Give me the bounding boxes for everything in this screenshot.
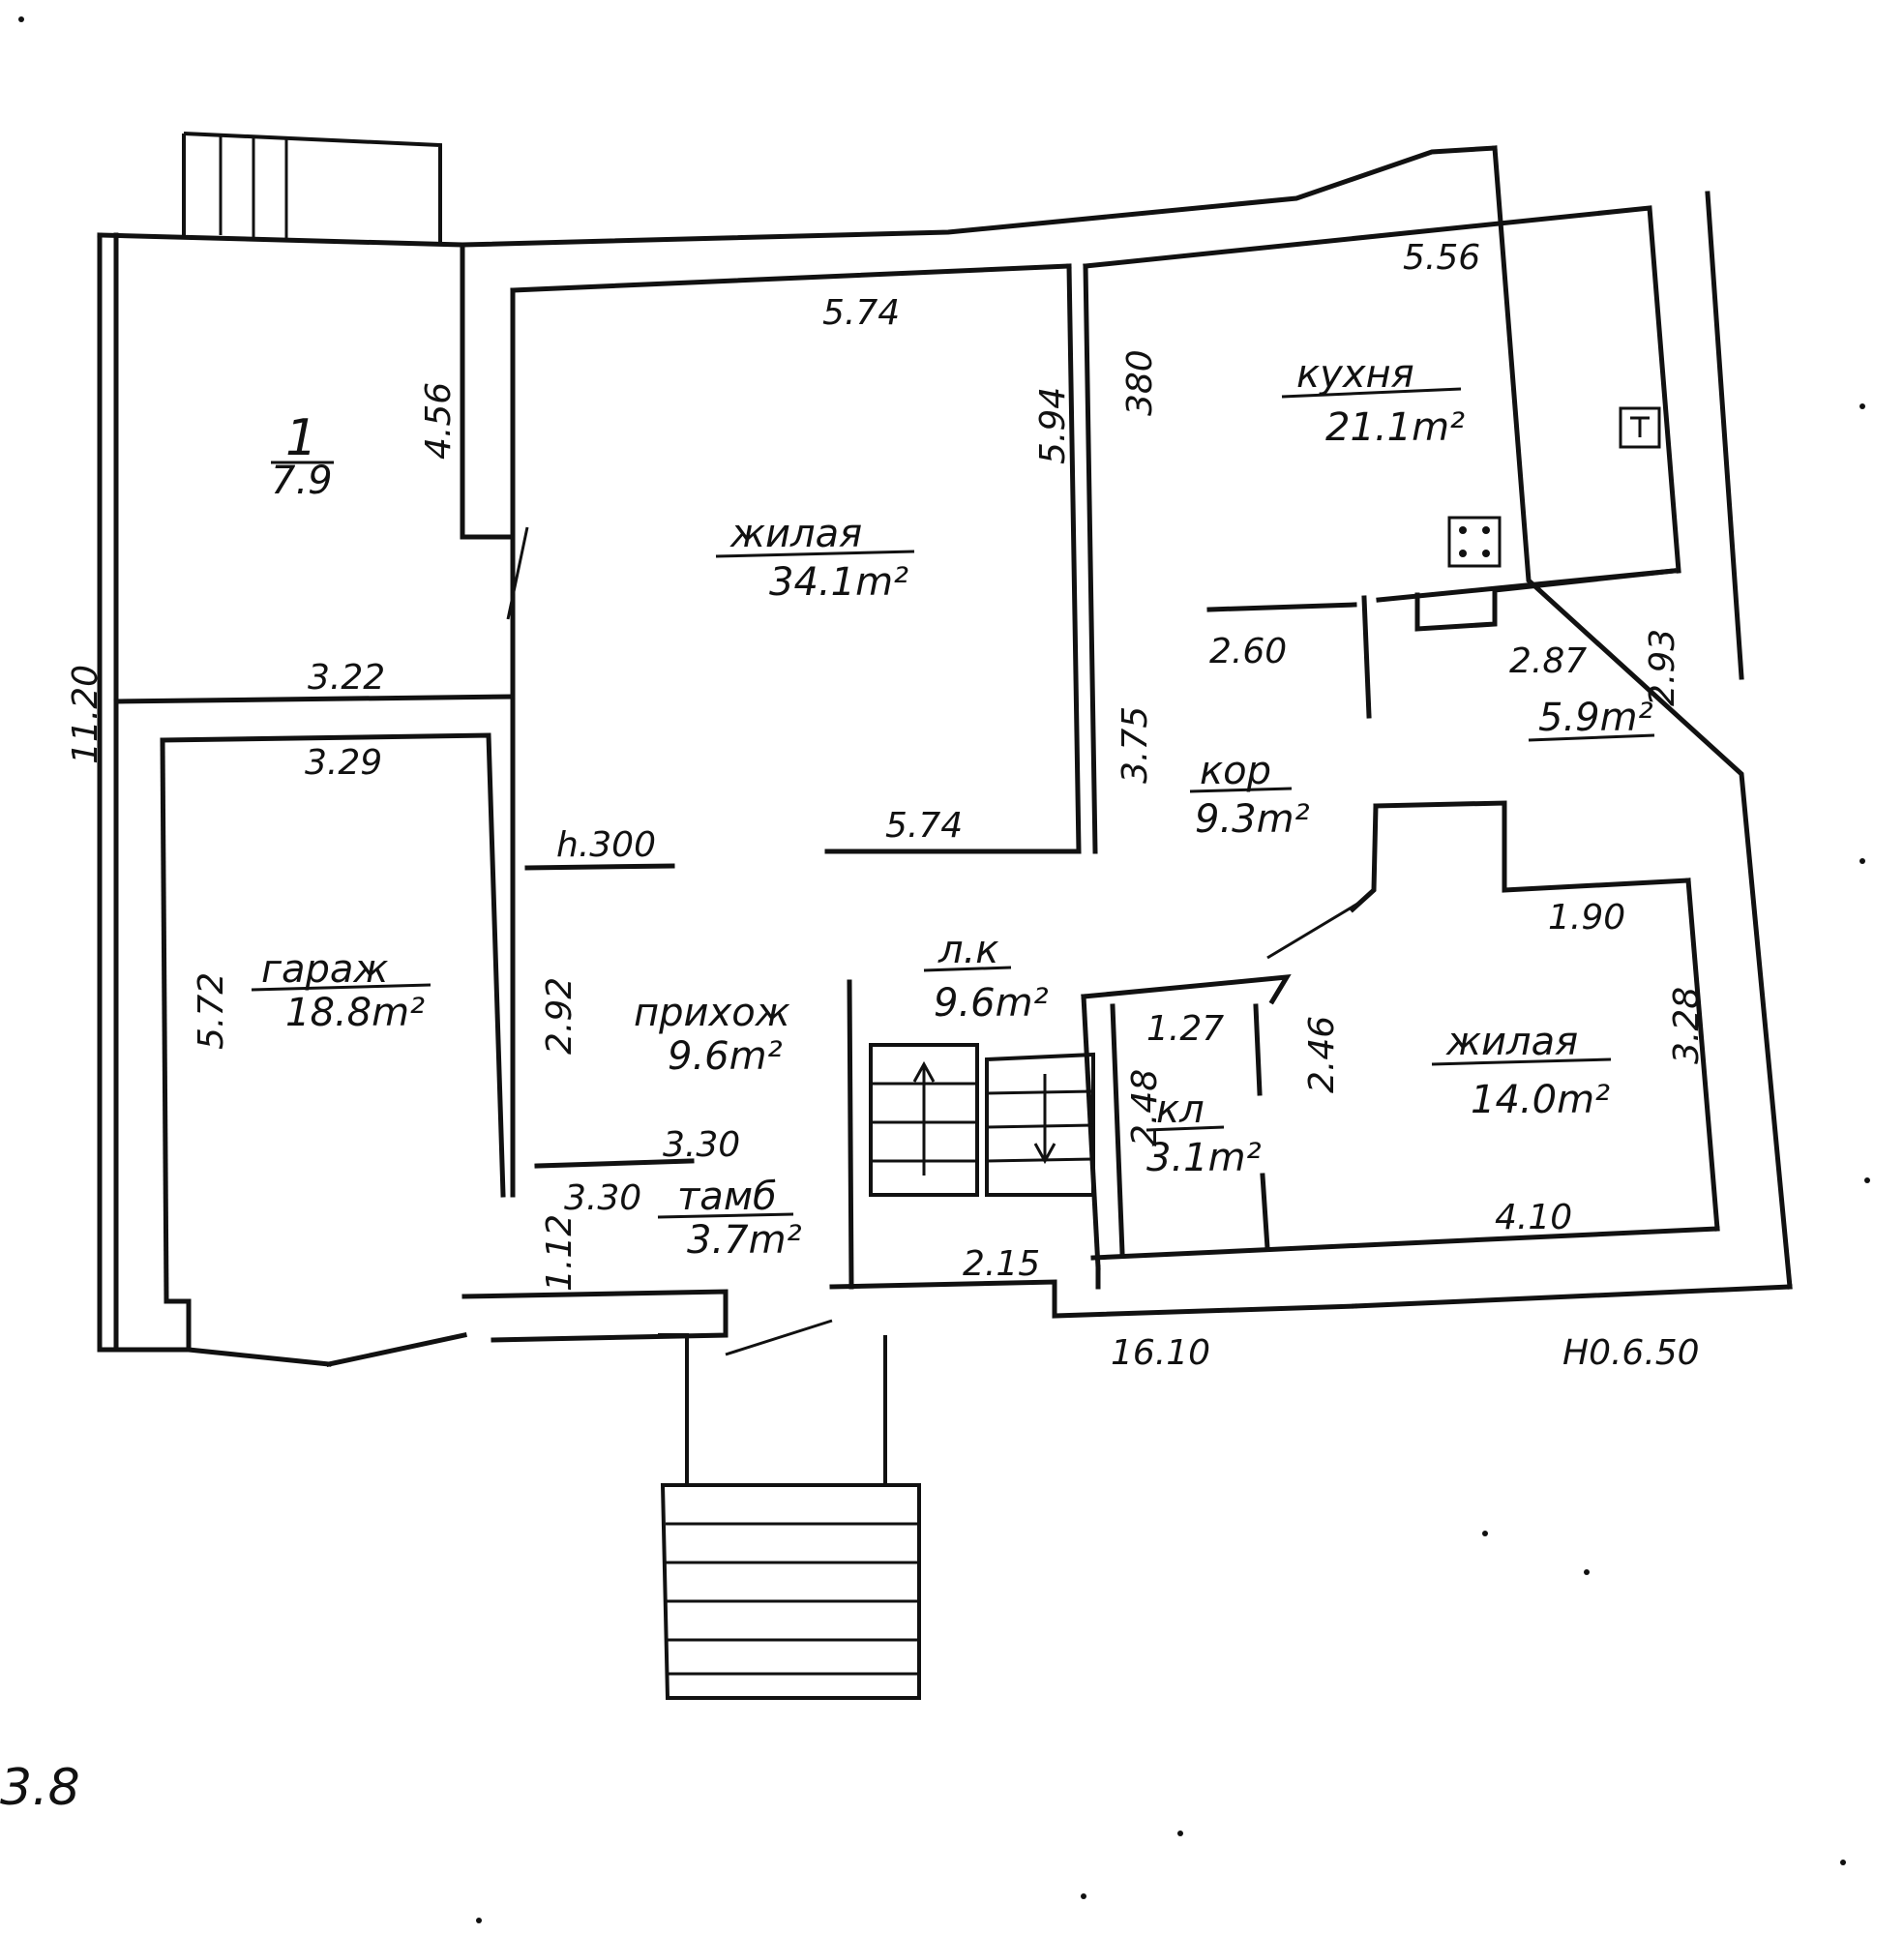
dim-112: 1.12 <box>540 1214 580 1292</box>
living-small-area: 14.0m² <box>1471 1078 1610 1122</box>
corner-note: 3.8 <box>0 1759 80 1817</box>
dim-215: 2.15 <box>963 1244 1040 1284</box>
dim-380: 380 <box>1120 349 1160 416</box>
dim-292: 2.92 <box>540 977 580 1055</box>
dim-574-top: 5.74 <box>822 293 900 333</box>
dimension-labels: 5.74 5.94 380 5.56 4.56 11.20 3.22 3.29 … <box>66 238 1707 1373</box>
corridor-name: кор <box>1200 749 1271 793</box>
dim-190: 1.90 <box>1548 898 1625 938</box>
dim-127: 1.27 <box>1146 1009 1224 1049</box>
dim-330-b: 3.30 <box>564 1178 641 1218</box>
garage-area: 18.8m² <box>285 991 425 1035</box>
scan-specks <box>18 16 1870 1923</box>
corridor-area: 9.3m² <box>1195 797 1310 842</box>
dim-260: 2.60 <box>1209 632 1287 671</box>
rear-porch <box>182 132 442 242</box>
pantry-name: кл <box>1156 1087 1205 1132</box>
exterior-walls <box>97 145 1793 1367</box>
dim-246: 2.46 <box>1302 1016 1342 1093</box>
dim-1610: 16.10 <box>1111 1333 1210 1373</box>
interior-stairs <box>869 1043 1095 1197</box>
dim-293: 2.93 <box>1643 629 1682 706</box>
entrance-stairs <box>658 1333 921 1700</box>
garage-name: гараж <box>261 947 388 992</box>
vestibule-area: 3.7m² <box>687 1218 802 1263</box>
hall-name: прихож <box>634 991 790 1035</box>
interior-walls <box>113 205 1720 1304</box>
dim-329: 3.29 <box>305 743 382 783</box>
dim-h650: H0.6.50 <box>1562 1333 1700 1373</box>
dim-328: 3.28 <box>1667 987 1707 1064</box>
living-main-area: 34.1m² <box>769 560 908 605</box>
kitchen-name: кухня <box>1296 352 1414 397</box>
dim-594: 5.94 <box>1033 387 1073 464</box>
stove-icon <box>1447 516 1502 568</box>
dim-556: 5.56 <box>1403 238 1480 278</box>
sink-icon <box>1619 406 1661 449</box>
living-small-name: жилая <box>1445 1020 1578 1064</box>
dim-572: 5.72 <box>192 972 231 1050</box>
hall-area: 9.6m² <box>668 1034 783 1079</box>
dim-330-a: 3.30 <box>663 1125 740 1165</box>
room1-area: 7.9 <box>271 459 333 503</box>
dim-322: 3.22 <box>308 658 385 698</box>
pantry-area: 3.1m² <box>1146 1136 1262 1180</box>
small-corridor-area: 5.9m² <box>1538 696 1653 740</box>
dim-287: 2.87 <box>1509 641 1587 681</box>
dim-375: 3.75 <box>1116 706 1155 784</box>
dim-h300: h.300 <box>556 825 656 865</box>
dim-456: 4.56 <box>419 382 459 460</box>
stair-area: 9.6m² <box>934 981 1049 1026</box>
room-labels: 1 7.9 жилая 34.1m² кухня 21.1m² 5.9m² ко… <box>251 352 1655 1263</box>
door-swings <box>506 526 1365 1356</box>
dim-248: 2.48 <box>1125 1069 1165 1146</box>
dim-410: 4.10 <box>1495 1198 1572 1237</box>
kitchen-area: 21.1m² <box>1325 405 1465 450</box>
living-main-name: жилая <box>729 512 862 556</box>
vestibule-name: тамб <box>677 1175 777 1219</box>
dim-574-bot: 5.74 <box>885 806 963 846</box>
dim-1120: 11.20 <box>66 665 105 764</box>
stair-name: л.к <box>937 928 998 972</box>
room1-name: 1 <box>285 409 317 467</box>
